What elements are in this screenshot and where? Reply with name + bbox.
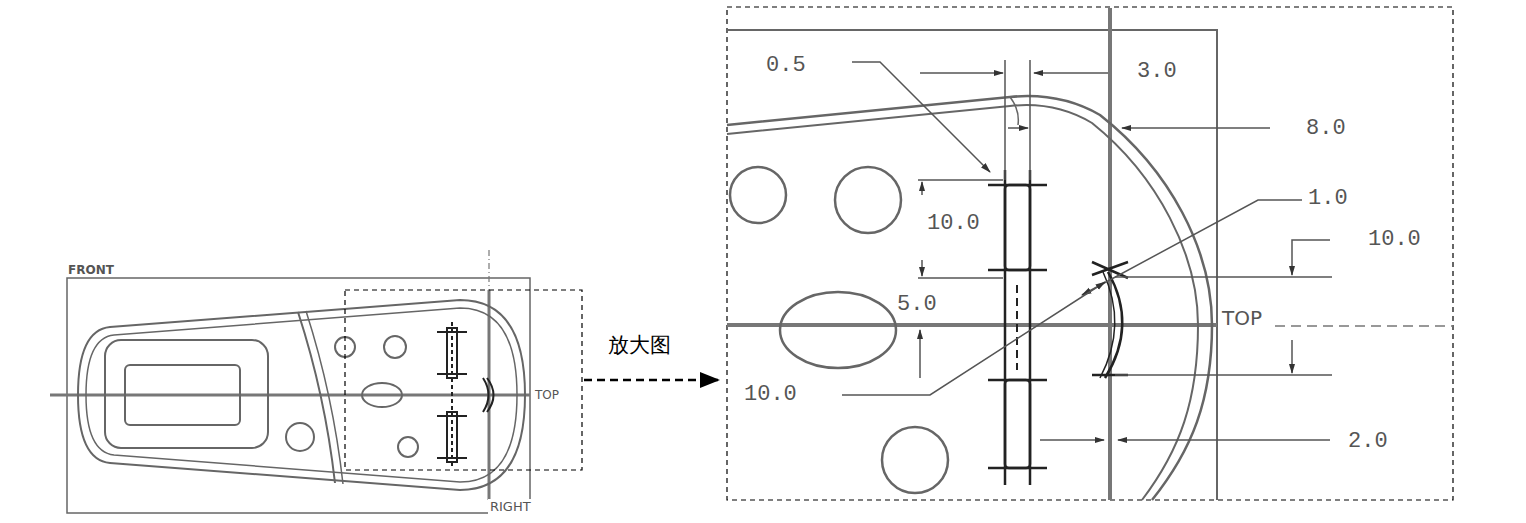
view-label: TOP [533,388,561,402]
dimension-value: 2.0 [1346,430,1390,454]
view-label: TOP [1220,307,1264,329]
overview-view [50,250,582,513]
dimension-value: 3.0 [1135,60,1179,84]
dimension-value: 5.0 [895,293,939,317]
dimension-value: 8.0 [1304,117,1348,141]
zoom-arrow [584,379,718,382]
dimension-value: 10.0 [925,212,982,236]
dimension-value: 1.0 [1306,187,1350,211]
zoom-caption: 放大图 [606,334,673,357]
view-label: RIGHT [488,499,533,514]
view-label: FRONT [66,263,116,277]
zoom-view [727,7,1453,500]
dimension-value: 10.0 [742,383,799,407]
dimension-value: 0.5 [764,54,808,78]
dimension-value: 10.0 [1366,228,1423,252]
